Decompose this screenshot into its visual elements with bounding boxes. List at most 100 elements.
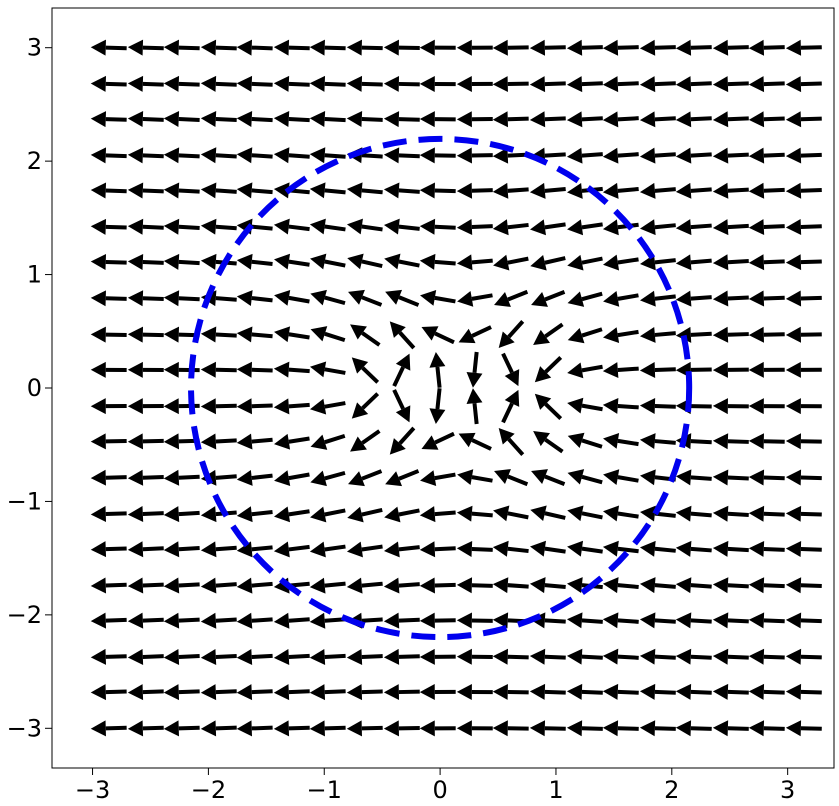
vector-arrow [309,612,346,629]
vector-arrow [346,182,383,199]
arrow-shaft [763,152,785,158]
arrow-head [236,111,253,127]
arrow-head [236,506,253,523]
vector-arrow [748,361,785,378]
vector-arrow [533,322,564,346]
arrow-head [419,75,435,92]
arrow-shaft [581,546,603,554]
vector-arrow [675,219,712,236]
arrow-shaft [178,224,200,230]
arrow-head [200,648,217,665]
vector-arrow [309,39,346,56]
vector-arrow [310,289,346,306]
arrow-shaft [581,726,603,731]
arrow-shaft [581,654,603,660]
arrow-head [785,720,802,737]
arrow-shaft [800,618,822,624]
arrow-head [273,612,290,629]
arrow-head [346,75,363,92]
vector-arrow [785,505,822,522]
arrow-head [236,361,253,378]
arrow-head [675,254,692,271]
arrow-shaft [800,583,822,589]
arrow-head [504,369,520,387]
vector-arrow [712,612,749,629]
arrow-shaft [581,81,603,87]
arrow-shaft [544,355,563,374]
arrow-head [639,648,656,665]
arrow-head [567,397,584,414]
arrow-shaft [288,509,310,517]
arrow-shaft [251,367,273,373]
vector-arrow [712,720,749,737]
arrow-shaft [617,152,639,158]
arrow-shaft [544,45,566,50]
arrow-shaft [654,152,676,158]
arrow-head [127,290,144,307]
vector-arrow [200,182,237,199]
arrow-shaft [507,546,529,554]
arrow-head [236,469,253,486]
vector-arrow [383,577,420,594]
vector-arrow [273,39,310,56]
arrow-shaft [324,581,346,588]
arrow-head [785,326,802,343]
vector-arrow [200,326,237,343]
vector-arrow [127,612,164,629]
vector-arrow [90,577,127,594]
arrow-shaft [142,617,164,623]
arrow-shaft [398,153,420,159]
arrow-shaft [617,438,639,447]
arrow-shaft [105,725,127,731]
vector-arrow [127,541,164,558]
arrow-head [383,39,399,56]
arrow-shaft [142,582,164,588]
arrow-shaft [324,45,346,51]
vector-arrow [785,254,822,271]
arrow-head [127,720,144,737]
arrow-shaft [617,546,639,554]
arrow-head [567,505,584,522]
arrow-shaft [763,116,785,122]
arrow-head [419,147,435,164]
arrow-head [639,469,656,486]
arrow-shaft [690,223,712,230]
vector-arrow [236,361,273,378]
arrow-head [785,577,802,594]
vector-arrow [127,720,164,737]
arrow-shaft [507,289,529,302]
arrow-shaft [690,726,712,731]
vector-arrow [309,649,346,665]
arrow-shaft [472,351,479,373]
arrow-shaft [178,296,200,302]
vector-arrow [602,147,639,164]
arrow-head [603,291,620,307]
arrow-shaft [288,402,310,409]
arrow-shaft [288,653,310,659]
vector-arrow [392,353,411,387]
arrow-head [127,398,143,415]
vector-arrow [675,290,712,307]
vector-arrow [236,433,273,450]
arrow-shaft [581,256,603,265]
arrow-head [492,111,508,128]
arrow-head [602,540,619,557]
arrow-head [748,111,765,128]
arrow-shaft [544,511,566,520]
arrow-shaft [763,295,785,301]
vector-arrow [492,648,529,665]
vector-arrow [236,541,273,558]
vector-arrow [785,612,822,629]
vector-arrow [639,720,676,737]
arrow-head [200,75,217,92]
vector-arrow [748,648,785,665]
arrow-head [383,218,400,235]
arrow-shaft [727,332,749,337]
arrow-shaft [392,389,405,410]
arrow-shaft [581,45,603,50]
vector-arrow [494,289,529,307]
arrow-head [529,76,546,93]
vector-arrow [163,612,200,629]
vector-arrow [639,577,676,594]
